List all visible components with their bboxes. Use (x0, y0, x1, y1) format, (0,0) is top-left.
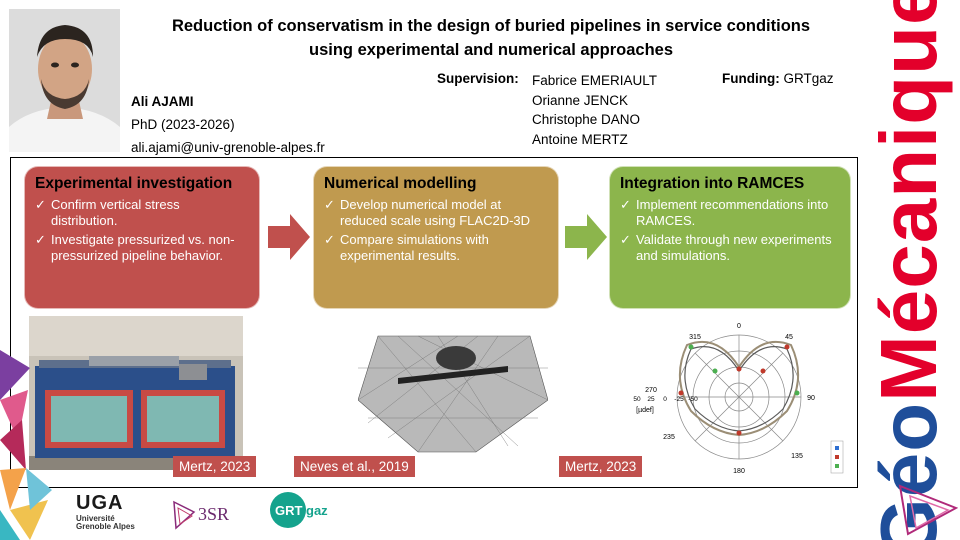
brand-word-red: Mécanique (864, 0, 953, 402)
card-title: Numerical modelling (324, 175, 477, 192)
polar-angle-label: 90 (807, 395, 815, 402)
polar-angle-label: 270 (645, 387, 657, 394)
geomecanique-brand: GéoMécanique (858, 0, 960, 540)
funding: Funding: GRTgaz (722, 71, 834, 86)
image-caption: Neves et al., 2019 (294, 456, 415, 477)
author-photo (9, 9, 120, 152)
content-frame: Experimental investigation Confirm verti… (10, 157, 858, 488)
funding-value: GRTgaz (783, 71, 834, 86)
polar-angle-label: 315 (689, 334, 701, 341)
card-numerical: Numerical modelling Develop numerical mo… (313, 166, 559, 309)
supervisor-name: Antoine MERTZ (532, 131, 628, 147)
polar-radial-label: -50 (688, 396, 698, 403)
card-item: Implement recommendations into RAMCES. (620, 197, 840, 229)
image-caption: Mertz, 2023 (559, 456, 643, 477)
uga-logo-line: Université (76, 514, 115, 523)
test-rig-image (29, 316, 243, 470)
arrow-right-icon (565, 214, 607, 260)
card-item: Develop numerical model at reduced scale… (324, 197, 548, 229)
polar-plot-image: 0 45 90 135 180 235 270 315 50 25 0 -25 … (611, 315, 847, 475)
card-item: Validate through new experiments and sim… (620, 232, 840, 264)
supervisor-list: Fabrice EMERIAULT Orianne JENCK Christop… (532, 71, 657, 149)
brand-triangles-icon (898, 484, 958, 536)
uga-logo-line: Grenoble Alpes (76, 522, 135, 531)
author-block: Ali AJAMI PhD (2023-2026) ali.ajami@univ… (131, 90, 325, 159)
author-email[interactable]: ali.ajami@univ-grenoble-alpes.fr (131, 140, 325, 155)
funding-label: Funding: (722, 71, 780, 86)
card-list: Develop numerical model at reduced scale… (324, 197, 548, 264)
polar-radial-label: 50 (633, 396, 641, 403)
polar-radial-label: 0 (663, 396, 667, 403)
card-integration: Integration into RAMCES Implement recomm… (609, 166, 851, 309)
card-title: Experimental investigation (35, 175, 233, 192)
card-item: Compare simulations with experimental re… (324, 232, 548, 264)
uga-logo-text: UGA (76, 492, 124, 514)
mesh-model-image (358, 335, 548, 453)
polar-angle-label: 0 (737, 323, 741, 330)
polar-radial-label: -25 (674, 396, 684, 403)
image-caption: Mertz, 2023 (173, 456, 257, 477)
card-list: Implement recommendations into RAMCES. V… (620, 197, 840, 264)
grt-text: GRT (275, 503, 303, 518)
arrow-right-icon (268, 214, 310, 260)
polar-angle-label: 45 (785, 334, 793, 341)
lab-3sr-text: 3SR (198, 504, 229, 524)
author-name: Ali AJAMI (131, 94, 194, 109)
card-experimental: Experimental investigation Confirm verti… (24, 166, 260, 309)
polar-radial-label: 25 (647, 396, 655, 403)
card-list: Confirm vertical stress distribution. In… (35, 197, 249, 264)
supervisor-name: Fabrice EMERIAULT (532, 73, 658, 88)
supervisor-name: Christophe DANO (532, 112, 641, 127)
polar-angle-label: 180 (733, 468, 745, 475)
lab-3sr-logo: 3SR (172, 494, 232, 534)
decorative-triangles-icon (0, 350, 52, 540)
uga-logo: UGA Université Grenoble Alpes (76, 492, 138, 534)
polar-angle-label: 235 (663, 434, 675, 441)
brand-word: GéoMécanique (863, 0, 955, 540)
card-item: Investigate pressurized vs. non-pressuri… (35, 232, 249, 264)
supervisor-name: Orianne JENCK (532, 92, 629, 108)
author-role: PhD (2023-2026) (131, 117, 235, 132)
card-title: Integration into RAMCES (620, 175, 805, 192)
poster-title: Reduction of conservatism in the design … (171, 17, 811, 59)
gaz-text: gaz (306, 503, 328, 518)
card-item: Confirm vertical stress distribution. (35, 197, 249, 229)
polar-unit-label: [µdef] (636, 407, 654, 414)
supervision-label: Supervision: (437, 71, 519, 86)
grtgaz-logo: GRT gaz (268, 490, 348, 530)
polar-angle-label: 135 (791, 453, 803, 460)
